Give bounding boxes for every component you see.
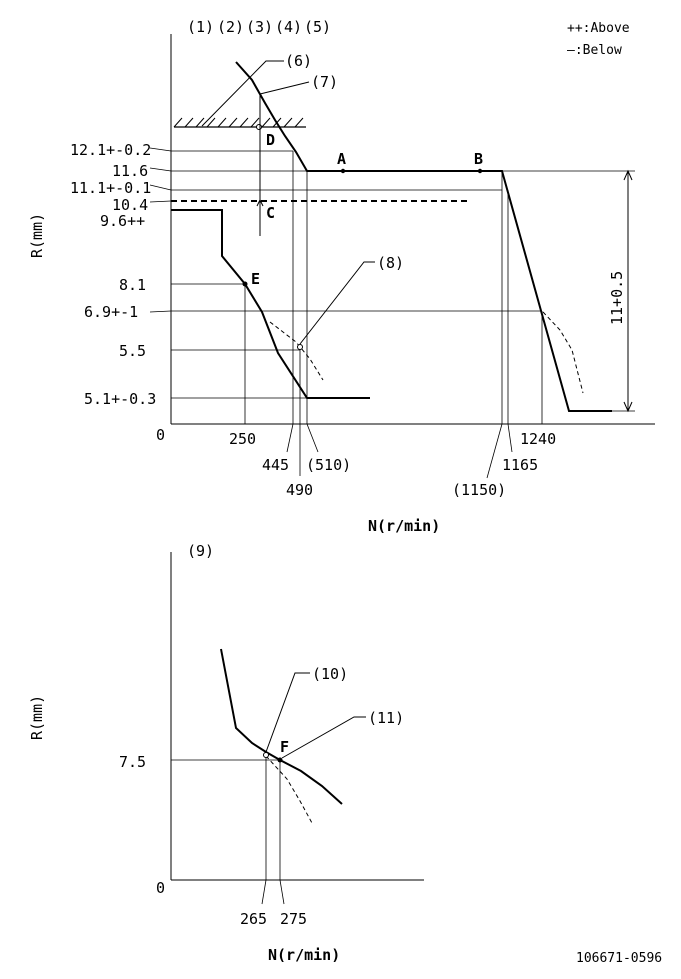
y-tick-9-6: 9.6++ xyxy=(100,212,145,230)
x-tick-275: 275 xyxy=(280,910,307,928)
drawing-number: 106671-0596 xyxy=(576,951,662,966)
callout-7-leader xyxy=(259,81,310,95)
y-tick-7-5: 7.5 xyxy=(119,753,146,771)
top-x-axis-label: N(r/min) xyxy=(368,517,440,535)
callout-11: (11) xyxy=(368,709,404,727)
callout-10-leader xyxy=(265,672,310,753)
bottom-chart: (9) R(mm) N(r/min) 0 7.5 265 275 F (10) … xyxy=(28,542,424,964)
y-tick-8-1: 8.1 xyxy=(119,276,146,294)
x-tick-490: 490 xyxy=(286,481,313,499)
marker-b xyxy=(477,168,483,174)
y-tick-11-6: 11.6 xyxy=(112,162,148,180)
chart-number-9: (9) xyxy=(187,542,214,560)
point-b: B xyxy=(474,150,483,168)
top-origin-label: 0 xyxy=(156,426,165,444)
legend-below: —:Below xyxy=(567,43,622,58)
y-tick-10-4: 10.4 xyxy=(112,196,148,214)
stopper-hatching xyxy=(173,117,304,128)
dimension-arrow-top xyxy=(623,169,633,181)
leader-11-1 xyxy=(149,184,172,191)
x-tick-250: 250 xyxy=(229,430,256,448)
marker-f xyxy=(277,757,283,763)
x-tick-510: (510) xyxy=(306,456,351,474)
callout-6: (6) xyxy=(285,52,312,70)
y-tick-6-9: 6.9+-1 xyxy=(84,303,138,321)
marker-d xyxy=(256,124,262,130)
leader-6-9 xyxy=(149,310,172,313)
leader-265 xyxy=(261,879,267,905)
x-tick-265: 265 xyxy=(240,910,267,928)
top-y-axis-label: R(mm) xyxy=(28,213,46,258)
x-tick-1150: (1150) xyxy=(452,481,506,499)
leader-510 xyxy=(306,423,319,453)
y-tick-11-1: 11.1+-0.1 xyxy=(70,179,151,197)
point-e: E xyxy=(251,270,260,288)
bottom-origin-label: 0 xyxy=(156,879,165,897)
curve-number-5: (5) xyxy=(304,18,331,36)
callout-10: (10) xyxy=(312,665,348,683)
leader-11-6 xyxy=(149,167,172,172)
leader-1165 xyxy=(507,423,513,453)
range-label: 11+0.5 xyxy=(608,271,626,325)
top-chart: (1) (2) (3) (4) (5) R(mm) N(r/min) 0 12.… xyxy=(28,18,655,535)
bottom-x-axis-label: N(r/min) xyxy=(268,946,340,964)
curve-number-2: (2) xyxy=(217,18,244,36)
indicator-c-arrow xyxy=(256,198,264,207)
dashed-branch-right xyxy=(542,311,584,394)
callout-8: (8) xyxy=(377,254,404,272)
marker-e xyxy=(242,281,248,287)
x-tick-1240: 1240 xyxy=(520,430,556,448)
callout-11-leader xyxy=(281,716,366,759)
y-tick-5-1: 5.1+-0.3 xyxy=(84,390,156,408)
y-tick-5-5: 5.5 xyxy=(119,342,146,360)
low-speed-curve xyxy=(171,209,370,399)
callout-7: (7) xyxy=(311,73,338,91)
point-d: D xyxy=(266,131,275,149)
dimension-arrow-bottom xyxy=(623,401,633,413)
marker-a xyxy=(340,168,346,174)
point-a: A xyxy=(337,150,346,168)
curve-number-4: (4) xyxy=(275,18,302,36)
x-tick-1165: 1165 xyxy=(502,456,538,474)
bottom-dashed-branch xyxy=(265,755,313,824)
bottom-curve xyxy=(220,648,343,805)
curve-number-1: (1) xyxy=(187,18,214,36)
point-c: C xyxy=(266,204,275,222)
marker-10 xyxy=(263,752,269,758)
main-curve xyxy=(235,61,612,412)
legend-above: ++:Above xyxy=(567,21,630,36)
leader-275 xyxy=(279,879,285,905)
leader-12-1 xyxy=(149,147,172,152)
bottom-y-axis-label: R(mm) xyxy=(28,695,46,740)
leader-10-4 xyxy=(149,200,172,203)
dashed-branch-left xyxy=(269,321,324,381)
point-f: F xyxy=(280,738,289,756)
y-tick-12-1: 12.1+-0.2 xyxy=(70,141,151,159)
curve-number-3: (3) xyxy=(246,18,273,36)
callout-6-leader xyxy=(201,60,284,127)
callout-8-leader xyxy=(299,261,375,345)
leader-445 xyxy=(286,423,294,453)
marker-8 xyxy=(297,344,303,350)
x-tick-445: 445 xyxy=(262,456,289,474)
leader-1150 xyxy=(486,423,503,479)
